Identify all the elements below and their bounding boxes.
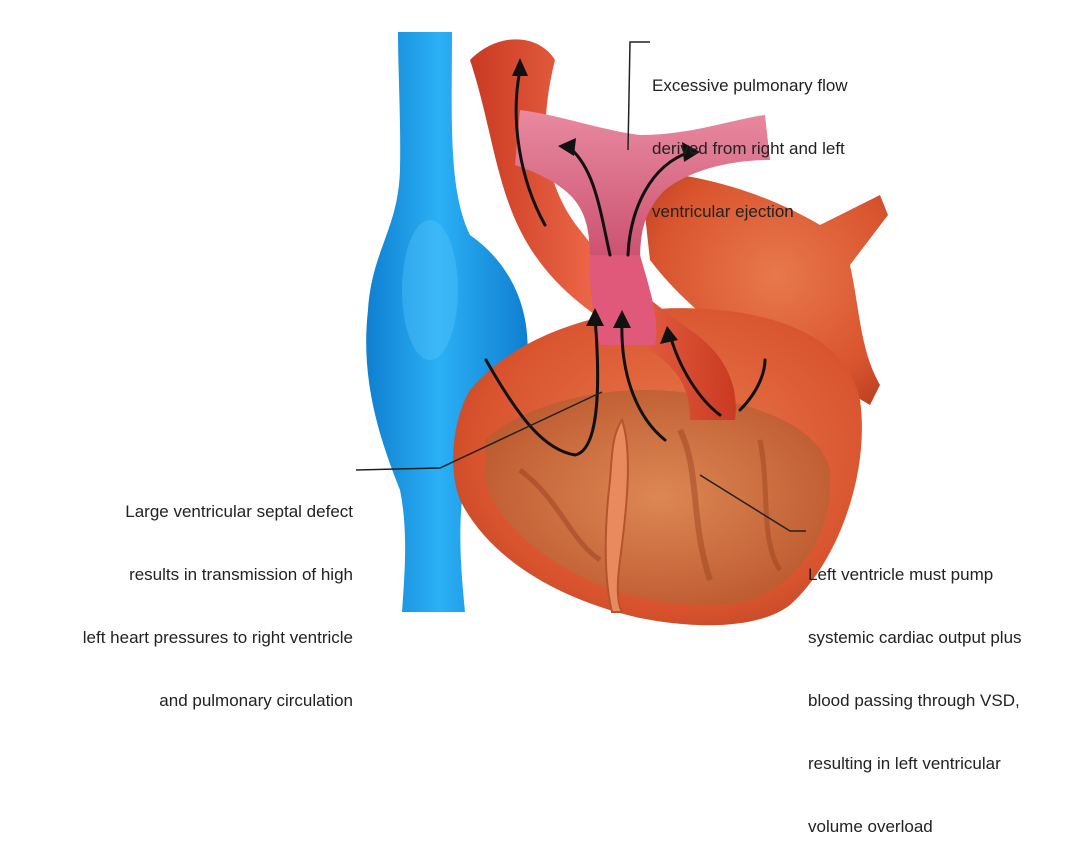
label-line: ventricular ejection (652, 201, 848, 222)
label-line: Left ventricle must pump (808, 564, 1022, 585)
label-line: volume overload (808, 816, 1022, 837)
label-pulmonary-flow: Excessive pulmonary flow derived from ri… (652, 33, 848, 243)
label-line: and pulmonary circulation (0, 690, 353, 711)
label-vsd: Large ventricular septal defect results … (0, 459, 353, 732)
label-line: results in transmission of high (0, 564, 353, 585)
label-line: Large ventricular septal defect (0, 501, 353, 522)
label-line: resulting in left ventricular (808, 753, 1022, 774)
label-left-ventricle: Left ventricle must pump systemic cardia… (808, 522, 1022, 858)
label-line: derived from right and left (652, 138, 848, 159)
vena-cava-highlight (402, 220, 458, 360)
label-line: blood passing through VSD, (808, 690, 1022, 711)
label-line: Excessive pulmonary flow (652, 75, 848, 96)
